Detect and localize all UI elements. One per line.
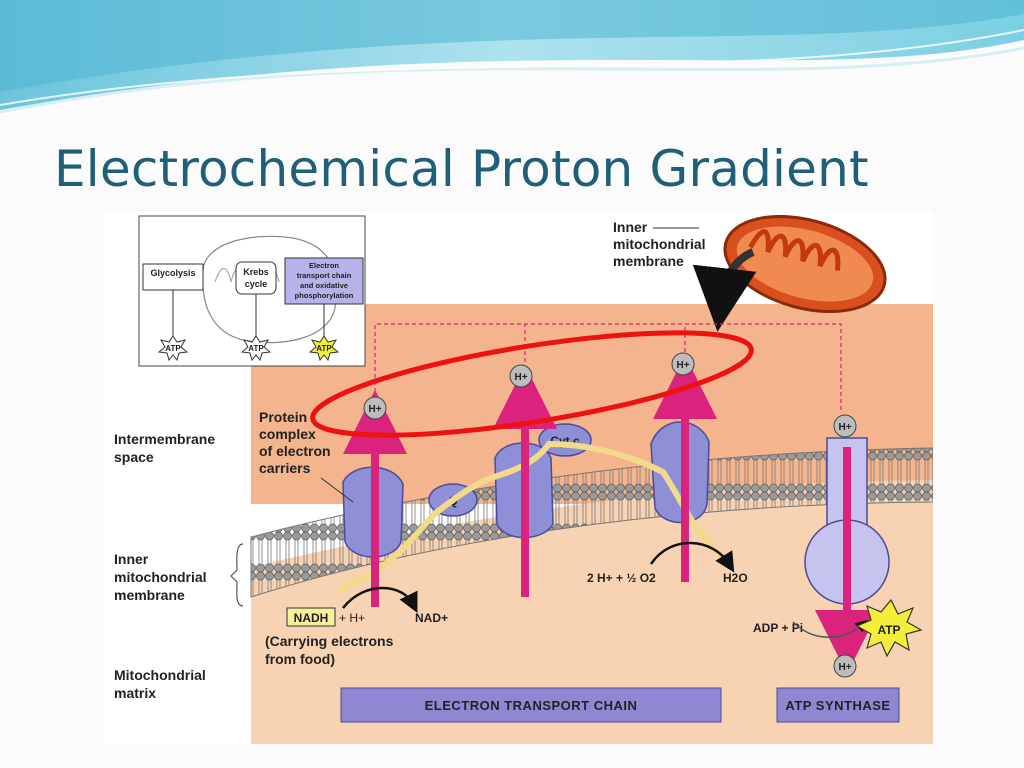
proton-label-2: H+ — [514, 372, 527, 383]
atp-burst — [855, 598, 923, 658]
water-product: H2O — [723, 571, 748, 585]
inset-etc-label-2: transport chain — [297, 271, 352, 280]
inset-atp-burst-2 — [240, 335, 272, 362]
matrix-label-2: matrix — [114, 685, 156, 701]
inner-membrane-callout-3: membrane — [613, 253, 684, 269]
inset-etc-box — [284, 257, 364, 305]
proton-circle-4 — [833, 414, 857, 438]
atp-synthase-bar-label: ATP synthase — [785, 698, 890, 713]
protein-complex-label-1: Protein — [259, 409, 307, 425]
inset-glycolysis-box — [142, 263, 204, 291]
inset-etc-label-1: Electron — [309, 261, 339, 270]
membrane-bracket — [230, 543, 244, 607]
inset-atp-label-3: ATP — [316, 344, 332, 353]
proton-label-4: H+ — [838, 422, 851, 433]
nadh-label: NADH — [294, 611, 329, 625]
highlight-ring — [310, 330, 754, 438]
adp-to-atp-arrow — [792, 619, 868, 638]
inner-membrane-callout-1: Inner — [613, 219, 648, 235]
atp-label: ATP — [877, 623, 900, 637]
inset-krebs-label-2: cycle — [245, 279, 268, 289]
nad-conversion-arrow — [342, 586, 418, 613]
inset-glycolysis-label: Glycolysis — [150, 268, 195, 278]
proton-circle-5 — [833, 654, 857, 678]
water-reaction-arrow — [649, 541, 735, 573]
inner-membrane-callout-2: mitochondrial — [613, 236, 706, 252]
inner-membrane-side-1: Inner — [114, 551, 149, 567]
proton-gradient-diagram: Glycolysis Krebs cycle Electron transpor… — [103, 212, 933, 744]
etc-bar-label: Electron transport chain — [425, 698, 638, 713]
plus-h-label: + H+ — [339, 611, 365, 625]
protein-complex-label-3: of electron — [259, 443, 331, 459]
inset-cell-respiration-diagram: Glycolysis Krebs cycle Electron transpor… — [138, 215, 366, 367]
etc-bar — [340, 687, 722, 723]
electron-flow-path — [337, 440, 725, 593]
header-wave-decoration — [0, 0, 1024, 114]
inset-etc-label-3: and oxidative — [300, 281, 348, 290]
proton-label-1: H+ — [368, 404, 381, 415]
proton-label-5: H+ — [838, 662, 851, 673]
dashed-proton-path — [374, 323, 842, 412]
slide-title: Electrochemical Proton Gradient — [54, 140, 869, 198]
callout-arrow-icon — [692, 248, 757, 332]
protein-complex-label-4: carriers — [259, 460, 311, 476]
atp-synthase-bar — [776, 687, 900, 723]
proton-label-3: H+ — [676, 360, 689, 371]
adp-label: ADP + Pi — [753, 621, 803, 635]
intermembrane-label-2: space — [114, 449, 154, 465]
protein-complex-label-2: complex — [259, 426, 316, 442]
inset-atp-label-2: ATP — [248, 344, 264, 353]
water-reaction-lhs: 2 H+ + ½ O2 — [587, 571, 656, 585]
intermembrane-label-1: Intermembrane — [114, 431, 215, 447]
proton-circle-3 — [671, 352, 695, 376]
matrix-label-1: Mitochondrial — [114, 667, 206, 683]
protein-complex-4 — [650, 421, 710, 524]
inset-atp-burst-3 — [308, 335, 340, 362]
carrying-label-2: from food) — [265, 651, 335, 667]
inner-membrane-side-3: membrane — [114, 587, 185, 603]
mitochondrion-icon — [723, 214, 887, 314]
inner-membrane-side-2: mitochondrial — [114, 569, 207, 585]
inset-atp-label-1: ATP — [165, 344, 181, 353]
inset-krebs-label-1: Krebs — [243, 267, 269, 277]
inset-atp-burst-1 — [157, 335, 189, 362]
nad-label: NAD+ — [415, 611, 448, 625]
nadh-box — [286, 607, 336, 627]
proton-circle-2 — [509, 364, 533, 388]
inset-etc-label-4: phosphorylation — [295, 291, 354, 300]
carrying-label-1: (Carrying electrons — [265, 633, 394, 649]
proton-circle-1 — [363, 396, 387, 420]
